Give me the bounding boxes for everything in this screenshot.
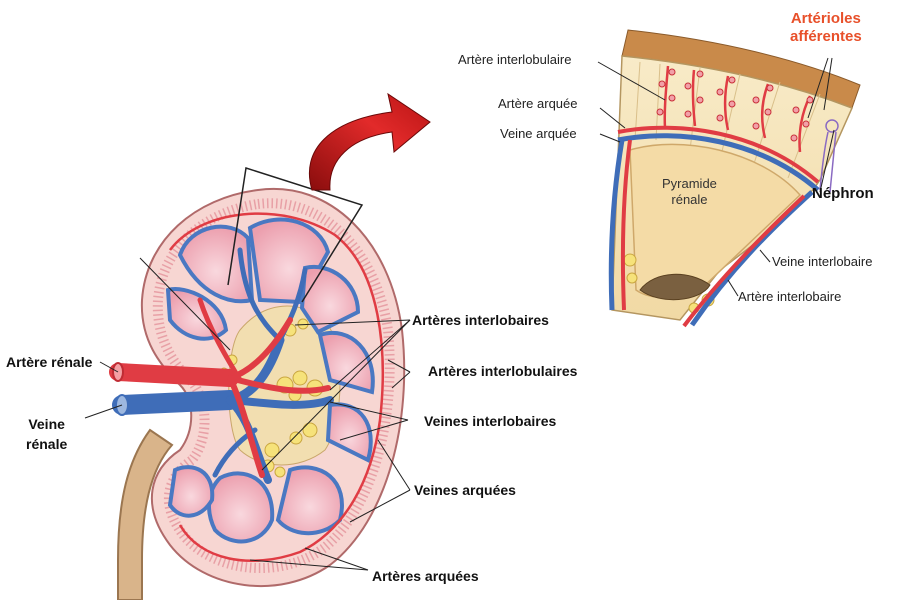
pyramid-6 [275,465,344,536]
zoom-left-vein [608,139,625,311]
label-arteres-interlobaires: Artères interlobaires [412,312,549,328]
zoom-arrow [308,92,431,191]
pyramid-8 [167,465,215,518]
renal-artery-tree [109,297,331,478]
label-artere-interlobaire: Artère interlobaire [738,289,842,304]
label-veines-arquees: Veines arquées [414,482,516,498]
label-arteres-interlobulaires: Artères interlobulaires [428,363,578,379]
nephron [819,119,839,193]
kidney-section [109,167,406,600]
zoom-arcuate-vein [617,133,820,192]
label-artere-interlobulaire: Artère interlobulaire [458,52,572,67]
zoom-arcuate-artery [617,125,820,184]
label-arteres-arquees: Artères arquées [372,568,479,584]
zoomed-cortex-section [608,29,861,328]
pyramid-papilla [639,273,711,301]
label-nephron: Néphron [812,185,874,202]
zoom-left-artery [620,139,632,311]
label-veines-interlobaires: Veines interlobaires [424,413,557,429]
label-veine-renale: Veine rénale [26,416,68,452]
ureter [117,428,174,600]
label-arterioles-afferentes: Artérioles afférentes [790,10,862,45]
zoom-right-artery [682,194,806,328]
label-pyramide-renale: Pyramide rénale [662,176,717,207]
pyramid-3 [299,264,361,335]
label-veine-arquee: Veine arquée [500,126,577,141]
glomeruli [656,68,814,142]
zoom-right-vein [689,190,814,327]
leader-lines [84,57,835,571]
label-veine-interlobaire: Veine interlobaire [772,254,873,269]
zoom-bracket [227,167,364,303]
label-artere-renale: Artère rénale [6,354,93,370]
renal-pyramids [165,217,375,544]
pyramid-4 [317,331,375,395]
label-artere-arquee: Artère arquée [498,96,578,111]
pyramid-7 [207,471,275,544]
